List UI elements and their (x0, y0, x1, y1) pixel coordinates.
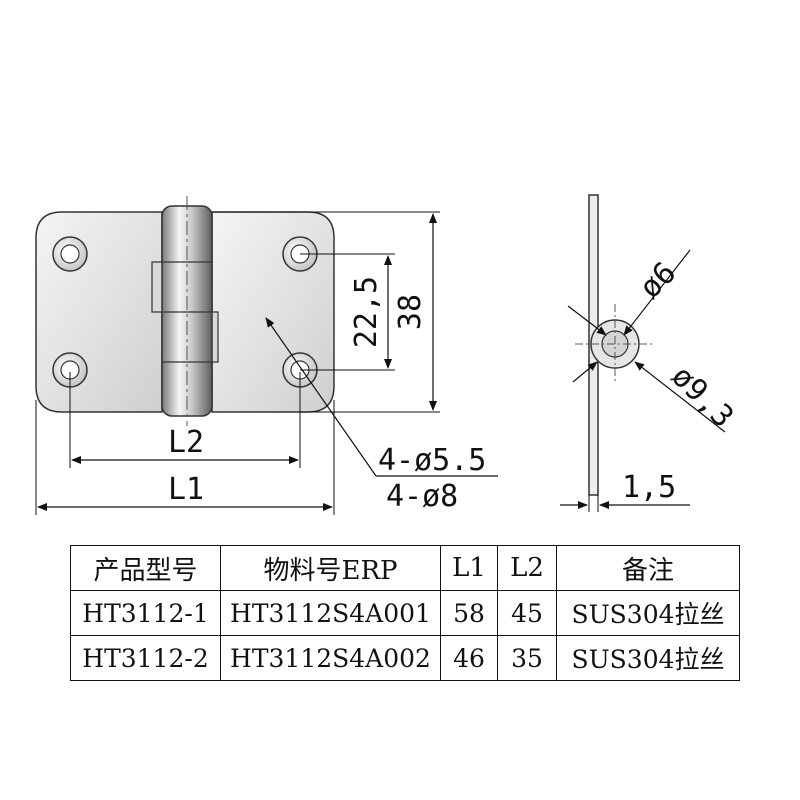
left-leaf-plate (35, 211, 163, 413)
table-row: HT3112-1 HT3112S4A001 58 45 SUS304拉丝 (70, 590, 740, 636)
dim-knuckle-line (634, 361, 726, 433)
table-header-row: 产品型号 物料号ERP L1 L2 备注 (70, 545, 740, 591)
cell-l2: 45 (497, 590, 557, 636)
spec-table: 产品型号 物料号ERP L1 L2 备注 HT3112-1 HT3112S4A0… (70, 545, 740, 681)
mounting-hole-top-left (52, 236, 88, 272)
dim-l1-label: L1 (168, 472, 204, 507)
dim-pin-line (623, 249, 691, 336)
hinge-technical-drawing: 38 22,5 L2 L1 4-ø5.5 4-ø8 ø6 ø9,3 (35, 194, 740, 515)
hinge-side-view: ø6 ø9,3 1,5 (560, 194, 740, 512)
cell-erp: HT3112S4A002 (220, 635, 441, 681)
table-row: HT3112-2 HT3112S4A002 46 35 SUS304拉丝 (70, 635, 740, 681)
col-header-erp: 物料号ERP (220, 545, 441, 591)
hole-leader-line (265, 317, 377, 477)
dim-knuckle-line (572, 361, 598, 383)
col-header-remark: 备注 (556, 545, 740, 591)
dim-pin-label: ø6 (633, 255, 683, 305)
col-header-l1: L1 (440, 545, 498, 591)
cell-remark: SUS304拉丝 (556, 635, 740, 681)
col-header-l2: L2 (497, 545, 557, 591)
cell-l1: 46 (440, 635, 498, 681)
dim-hole-large-label: 4-ø8 (386, 479, 458, 514)
cell-erp: HT3112S4A001 (220, 590, 441, 636)
dim-knuckle-label: ø9,3 (664, 359, 740, 435)
dim-pin-line (567, 305, 607, 336)
cell-remark: SUS304拉丝 (556, 590, 740, 636)
cell-l1: 58 (440, 590, 498, 636)
col-header-model: 产品型号 (70, 545, 221, 591)
dim-hole-small-label: 4-ø5.5 (378, 443, 486, 478)
dim-height-label: 38 (393, 294, 428, 330)
mounting-hole-bottom-left (52, 352, 88, 388)
cell-l2: 35 (497, 635, 557, 681)
hinge-front-view: 38 22,5 L2 L1 4-ø5.5 4-ø8 (35, 196, 498, 515)
dim-l2-label: L2 (168, 425, 204, 460)
right-leaf-plate (211, 211, 335, 413)
dim-hole-spacing-label: 22,5 (349, 276, 384, 348)
cell-model: HT3112-2 (70, 635, 221, 681)
cell-model: HT3112-1 (70, 590, 221, 636)
dim-thickness-label: 1,5 (622, 470, 676, 505)
